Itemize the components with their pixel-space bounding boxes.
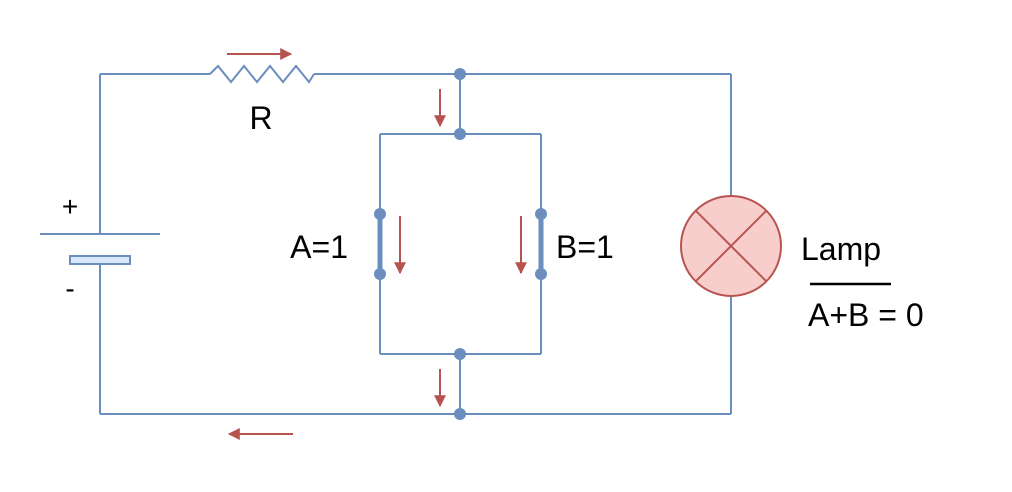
circuit-wires: [99, 64, 732, 415]
node-switch-b-top: [535, 208, 547, 220]
battery-minus-label: -: [65, 273, 74, 304]
lamp: [680, 195, 782, 297]
switch-b-label: B=1: [556, 229, 614, 265]
node-switch-a-bottom: [374, 268, 386, 280]
node-bottom-junction: [454, 408, 466, 420]
node-switch-a-top: [374, 208, 386, 220]
battery-plus-label: +: [62, 191, 78, 222]
lamp-cross-2: [694, 209, 768, 283]
resistor-label: R: [249, 100, 272, 136]
expression-overbar-operand: A+B: [808, 297, 869, 333]
expression-result: = 0: [869, 297, 923, 333]
lamp-label: Lamp: [801, 231, 881, 267]
current-arrows: [227, 48, 527, 440]
node-parallel-bottom: [454, 348, 466, 360]
switch-a-label: A=1: [290, 229, 348, 265]
node-parallel-top: [454, 128, 466, 140]
node-switch-b-bottom: [535, 268, 547, 280]
battery-negative-plate: [69, 255, 131, 265]
node-top-junction: [454, 68, 466, 80]
resistor: [209, 64, 315, 84]
junction-nodes: [374, 68, 547, 420]
lamp-expression: A+B = 0: [808, 282, 924, 333]
battery: [40, 233, 160, 265]
lamp-expression-text: A+B = 0: [808, 297, 924, 333]
